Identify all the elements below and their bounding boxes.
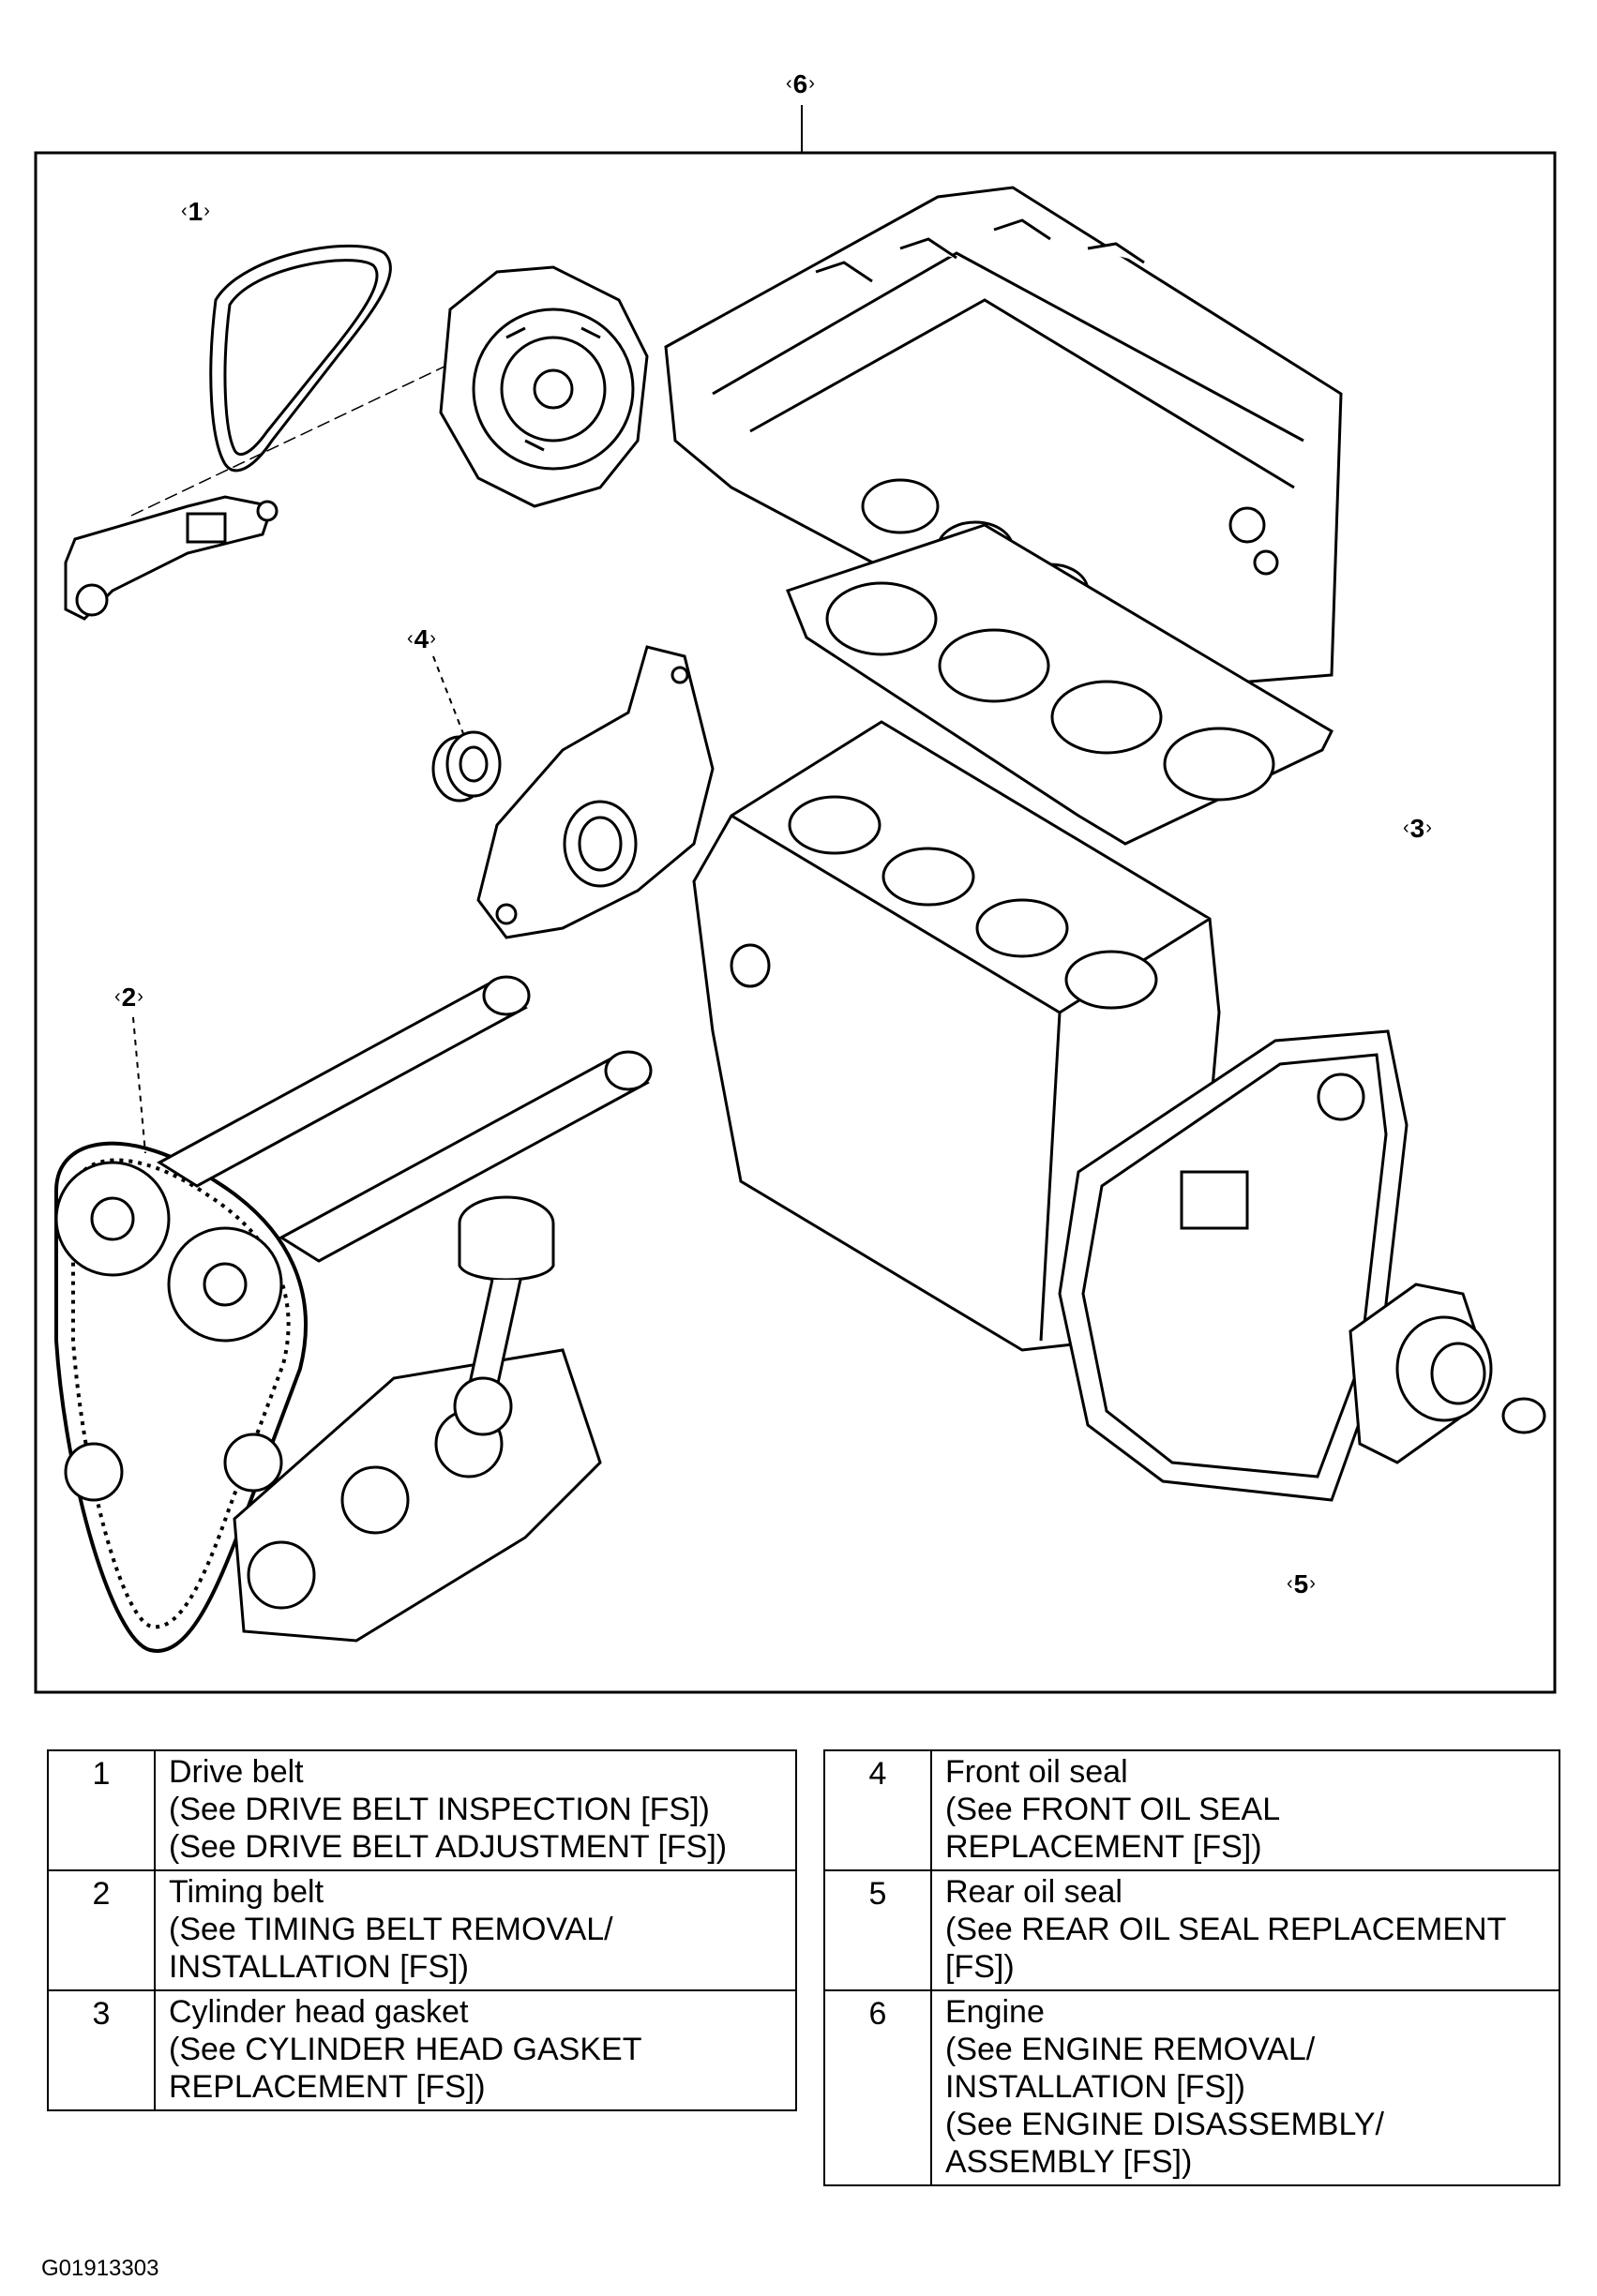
legend-description: Engine (See ENGINE REMOVAL/ INSTALLATION… bbox=[930, 1989, 1560, 2186]
callout-4-leader bbox=[432, 655, 465, 737]
callout-2-number: 2 bbox=[121, 983, 138, 1012]
callout-4-number: 4 bbox=[414, 624, 430, 653]
legend-table-left: 1 Drive belt (See DRIVE BELT INSPECTION … bbox=[47, 1749, 797, 2111]
legend-row: 5 Rear oil seal (See REAR OIL SEAL REPLA… bbox=[823, 1869, 1560, 1991]
engine-exploded-diagram bbox=[34, 105, 1557, 1694]
alternator bbox=[439, 265, 649, 508]
legend-part-name: Rear oil seal bbox=[945, 1874, 1122, 1910]
legend-part-name: Cylinder head gasket bbox=[169, 1994, 469, 2030]
rear-oil-seal bbox=[1348, 1283, 1546, 1464]
oil-pump-housing bbox=[476, 645, 715, 939]
legend-part-name: Engine bbox=[945, 1994, 1045, 2030]
callout-1: ‹1› bbox=[181, 197, 211, 226]
legend-number: 6 bbox=[823, 1989, 932, 2186]
legend-row: 1 Drive belt (See DRIVE BELT INSPECTION … bbox=[47, 1749, 797, 1871]
legend-reference-link[interactable]: (See ENGINE DISASSEMBLY/ bbox=[945, 2107, 1384, 2142]
legend-row: 2 Timing belt (See TIMING BELT REMOVAL/ … bbox=[47, 1869, 797, 1991]
legend-number: 2 bbox=[47, 1869, 156, 1991]
legend-row: 3 Cylinder head gasket (See CYLINDER HEA… bbox=[47, 1989, 797, 2111]
legend-part-name: Timing belt bbox=[169, 1874, 324, 1910]
legend-reference-link[interactable]: (See REAR OIL SEAL REPLACEMENT bbox=[945, 1912, 1507, 1947]
diagram-frame bbox=[34, 151, 1557, 1694]
legend-reference-link[interactable]: INSTALLATION [FS]) bbox=[169, 1949, 469, 1985]
callout-2-leader bbox=[132, 1016, 146, 1154]
legend-part-name: Drive belt bbox=[169, 1754, 304, 1790]
belt-tensioner-bracket bbox=[64, 495, 279, 621]
legend-description: Drive belt (See DRIVE BELT INSPECTION [F… bbox=[154, 1749, 797, 1871]
callout-5-number: 5 bbox=[1293, 1569, 1310, 1598]
legend-number: 1 bbox=[47, 1749, 156, 1871]
legend-reference-link[interactable]: REPLACEMENT [FS]) bbox=[169, 2069, 486, 2105]
callout-5: ‹5› bbox=[1287, 1569, 1317, 1598]
legend-number: 3 bbox=[47, 1989, 156, 2111]
legend-description: Rear oil seal (See REAR OIL SEAL REPLACE… bbox=[930, 1869, 1560, 1991]
piston-connecting-rod bbox=[453, 1195, 555, 1436]
legend-reference-link[interactable]: (See CYLINDER HEAD GASKET bbox=[169, 2032, 642, 2067]
legend-reference-link[interactable]: (See ENGINE REMOVAL/ bbox=[945, 2032, 1316, 2067]
callout-2: ‹2› bbox=[114, 983, 144, 1012]
callout-3: ‹3› bbox=[1403, 814, 1433, 843]
cylinder-head-gasket bbox=[786, 523, 1333, 846]
camshaft-sprockets bbox=[54, 1161, 283, 1502]
front-oil-seal bbox=[431, 730, 502, 803]
legend-row: 4 Front oil seal (See FRONT OIL SEAL REP… bbox=[823, 1749, 1560, 1871]
legend-reference-link[interactable]: (See TIMING BELT REMOVAL/ bbox=[169, 1912, 613, 1947]
legend-reference-link[interactable]: INSTALLATION [FS]) bbox=[945, 2069, 1245, 2105]
legend-reference-link[interactable]: ASSEMBLY [FS]) bbox=[945, 2144, 1193, 2180]
crankshaft bbox=[233, 1348, 602, 1643]
legend-description: Front oil seal (See FRONT OIL SEAL REPLA… bbox=[930, 1749, 1560, 1871]
callout-3-number: 3 bbox=[1409, 814, 1426, 843]
legend-number: 5 bbox=[823, 1869, 932, 1991]
camshafts bbox=[157, 975, 653, 1263]
callout-6: ‹6› bbox=[786, 69, 816, 98]
figure-code: G01913303 bbox=[41, 2256, 159, 2281]
legend-reference-link[interactable]: (See FRONT OIL SEAL bbox=[945, 1792, 1281, 1827]
legend-table-right: 4 Front oil seal (See FRONT OIL SEAL REP… bbox=[823, 1749, 1560, 2186]
legend-reference-link[interactable]: (See DRIVE BELT INSPECTION [FS]) bbox=[169, 1792, 710, 1827]
callout-4: ‹4› bbox=[407, 624, 437, 653]
legend-part-name: Front oil seal bbox=[945, 1754, 1128, 1790]
legend-number: 4 bbox=[823, 1749, 932, 1871]
legend-reference-link[interactable]: REPLACEMENT [FS]) bbox=[945, 1829, 1262, 1865]
legend-description: Timing belt (See TIMING BELT REMOVAL/ IN… bbox=[154, 1869, 797, 1991]
rear-cover-gasket bbox=[1058, 1029, 1409, 1502]
legend-row: 6 Engine (See ENGINE REMOVAL/ INSTALLATI… bbox=[823, 1989, 1560, 2186]
legend-reference-link[interactable]: (See DRIVE BELT ADJUSTMENT [FS]) bbox=[169, 1829, 728, 1865]
legend-description: Cylinder head gasket (See CYLINDER HEAD … bbox=[154, 1989, 797, 2111]
legend-reference-link[interactable]: [FS]) bbox=[945, 1949, 1015, 1985]
callout-6-number: 6 bbox=[792, 69, 809, 98]
drive-belt bbox=[209, 244, 392, 473]
callout-1-number: 1 bbox=[188, 197, 204, 226]
